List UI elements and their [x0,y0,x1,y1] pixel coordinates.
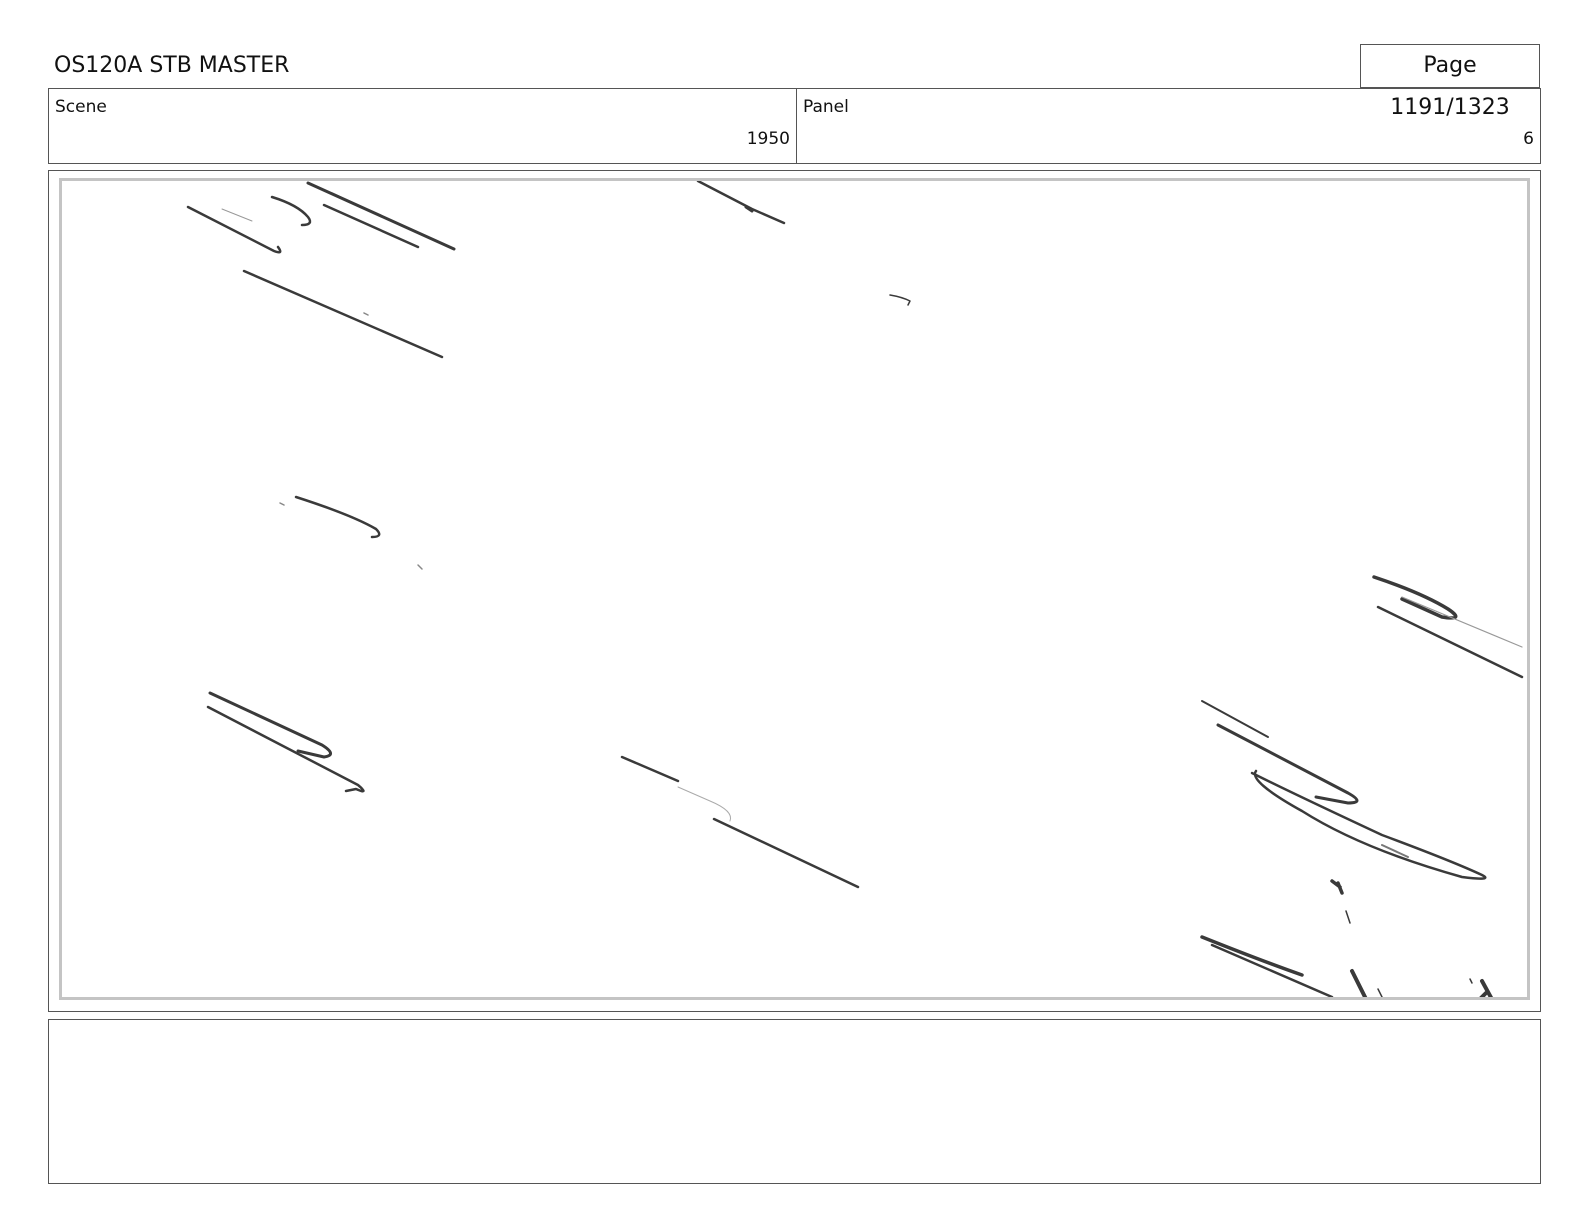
scene-value: 1950 [746,129,790,149]
page-number: Page 1191/1323 [1360,44,1540,120]
scene-cell: Scene 1950 [49,89,797,163]
panel-cell: Panel 6 [797,89,1540,163]
document-title: OS120A STB MASTER [54,53,290,78]
panel-info-row: Scene 1950 Panel 6 [48,88,1541,164]
notes-box [48,1019,1541,1184]
panel-value: 6 [1523,129,1534,149]
panel-label: Panel [803,97,849,117]
scene-label: Scene [55,97,107,117]
storyboard-image [59,178,1530,1000]
storyboard-frame [48,170,1541,1012]
rain-sketch [186,181,1524,997]
